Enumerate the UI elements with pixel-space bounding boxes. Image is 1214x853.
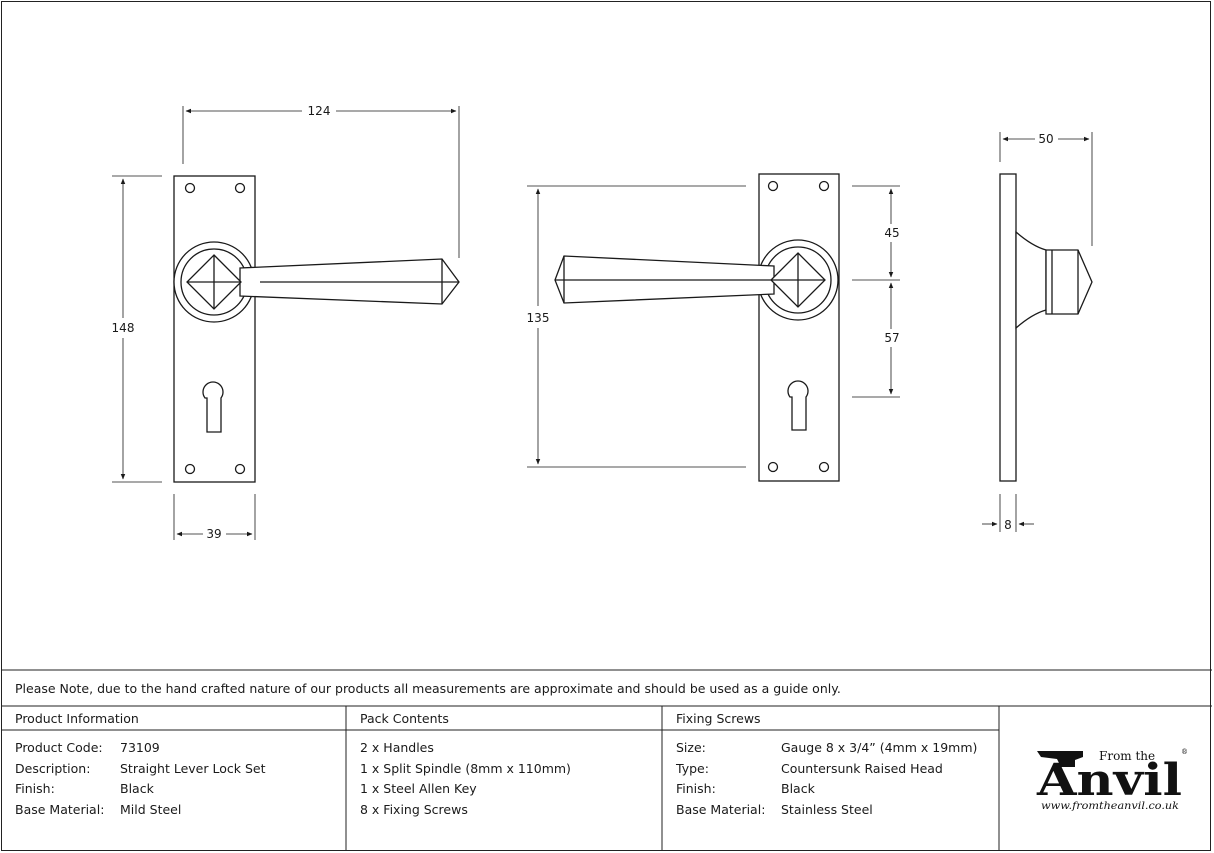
registered-mark: ®: [1181, 748, 1188, 756]
dim-45-label: 45: [884, 226, 899, 240]
keyhole: [787, 380, 809, 431]
backplate: [758, 173, 840, 482]
product-info-values: 73109 Straight Lever Lock Set Black Mild…: [120, 738, 265, 820]
measurement-note: Please Note, due to the hand crafted nat…: [15, 681, 841, 696]
from-the-text: From the: [1099, 749, 1155, 763]
label: Size:: [676, 740, 706, 755]
dim-8-label: 8: [1004, 518, 1012, 532]
dim-57-label: 57: [884, 331, 899, 345]
value: Black: [781, 781, 815, 796]
label: Type:: [676, 760, 709, 776]
label: Base Material:: [15, 801, 105, 817]
website-text: www.fromtheanvil.co.uk: [1041, 801, 1179, 812]
dim-50-label: 50: [1038, 132, 1053, 146]
dim-135-label: 135: [527, 311, 550, 325]
product-information-header: Product Information: [15, 711, 139, 726]
list-item: 1 x Split Spindle (8mm x 110mm): [360, 760, 571, 776]
value: Stainless Steel: [781, 801, 873, 817]
label: Description:: [15, 760, 91, 776]
plate-profile: [999, 173, 1017, 482]
fixing-screws-header: Fixing Screws: [676, 711, 761, 726]
side-dimensions: [982, 132, 1093, 532]
table-grid: [1, 669, 1212, 851]
pack-contents-list: 2 x Handles 1 x Split Spindle (8mm x 110…: [360, 738, 571, 820]
label: Finish:: [676, 781, 716, 796]
fixing-screws-values: Gauge 8 x 3/4” (4mm x 19mm) Countersunk …: [781, 738, 977, 820]
keyhole: [202, 381, 224, 433]
list-item: 1 x Steel Allen Key: [360, 781, 477, 796]
label: Product Code:: [15, 740, 103, 755]
value: Black: [120, 781, 154, 796]
mirrored-view: [554, 173, 840, 482]
product-info-labels: Product Code: Description: Finish: Base …: [15, 738, 104, 820]
value: 73109: [120, 740, 160, 755]
dim-148-label: 148: [112, 321, 135, 335]
value: Gauge 8 x 3/4” (4mm x 19mm): [781, 740, 978, 755]
fixing-screws-labels: Size: Type: Finish: Base Material:: [676, 738, 765, 820]
lever-end-profile: [1045, 249, 1093, 315]
value: Straight Lever Lock Set: [120, 760, 266, 776]
value: Countersunk Raised Head: [781, 760, 943, 776]
brand-text: Anvil: [1036, 755, 1182, 806]
front-dimensions: [112, 106, 460, 540]
label: Base Material:: [676, 801, 766, 817]
backplate: [173, 175, 256, 483]
anvil-logo: From the ® Anvil www.fromtheanvil.co.uk: [1036, 748, 1188, 812]
list-item: 8 x Fixing Screws: [360, 801, 468, 817]
dim-124-label: 124: [308, 104, 331, 118]
screw-hole: [184, 182, 196, 194]
screw-hole: [234, 463, 246, 475]
dim-39-label: 39: [206, 527, 221, 541]
anvil-icon: [1037, 751, 1083, 767]
rose-profile: [1015, 230, 1047, 330]
value: Mild Steel: [120, 801, 182, 817]
screw-hole: [184, 463, 196, 475]
mirrored-dimensions: [527, 185, 900, 468]
label: Finish:: [15, 781, 55, 796]
front-view: [173, 175, 460, 483]
pack-contents-header: Pack Contents: [360, 711, 449, 726]
list-item: 2 x Handles: [360, 740, 434, 755]
side-view: [999, 173, 1093, 482]
screw-hole: [234, 182, 246, 194]
